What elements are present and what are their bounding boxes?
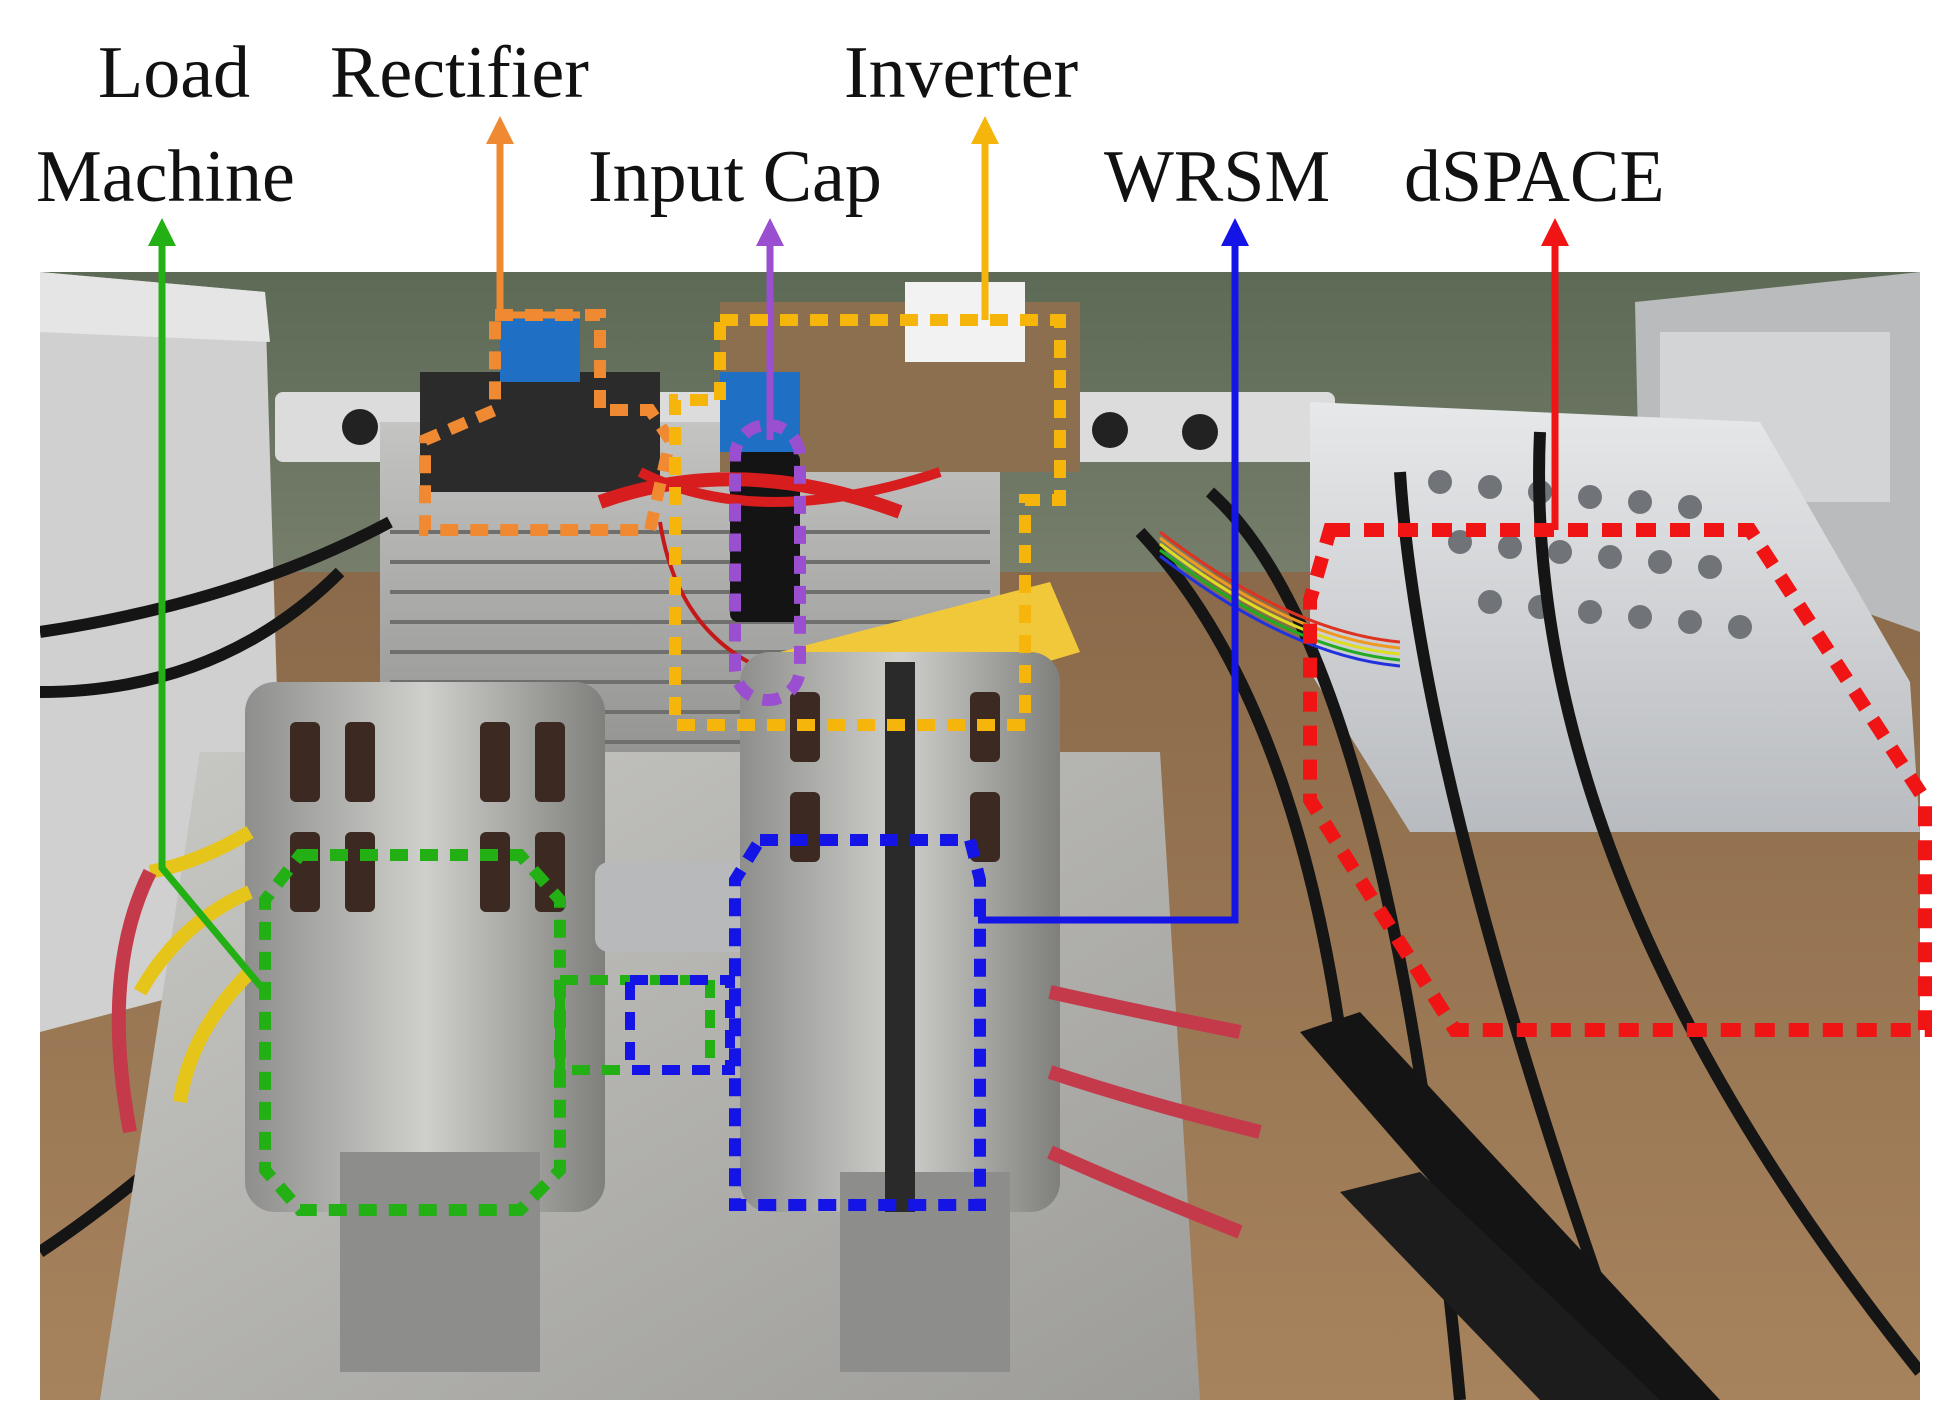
label-wrsm: WRSM [1104,136,1331,218]
input-cap-blue [720,372,800,452]
label-dspace: dSPACE [1404,136,1665,218]
label-machine: Machine [36,136,295,218]
test-bench-photo [40,272,1920,1400]
inverter-white-module [905,282,1025,362]
rectifier-module [420,372,660,492]
current-clamp-2 [1340,1172,1660,1400]
rectifier-blue-cap [500,312,580,382]
label-rectifier: Rectifier [330,32,589,114]
label-input-cap: Input Cap [588,136,882,218]
label-load: Load [98,32,251,114]
label-inverter: Inverter [844,32,1079,114]
shaft-coupling [595,862,755,952]
current-clamp-1 [1300,1012,1720,1400]
